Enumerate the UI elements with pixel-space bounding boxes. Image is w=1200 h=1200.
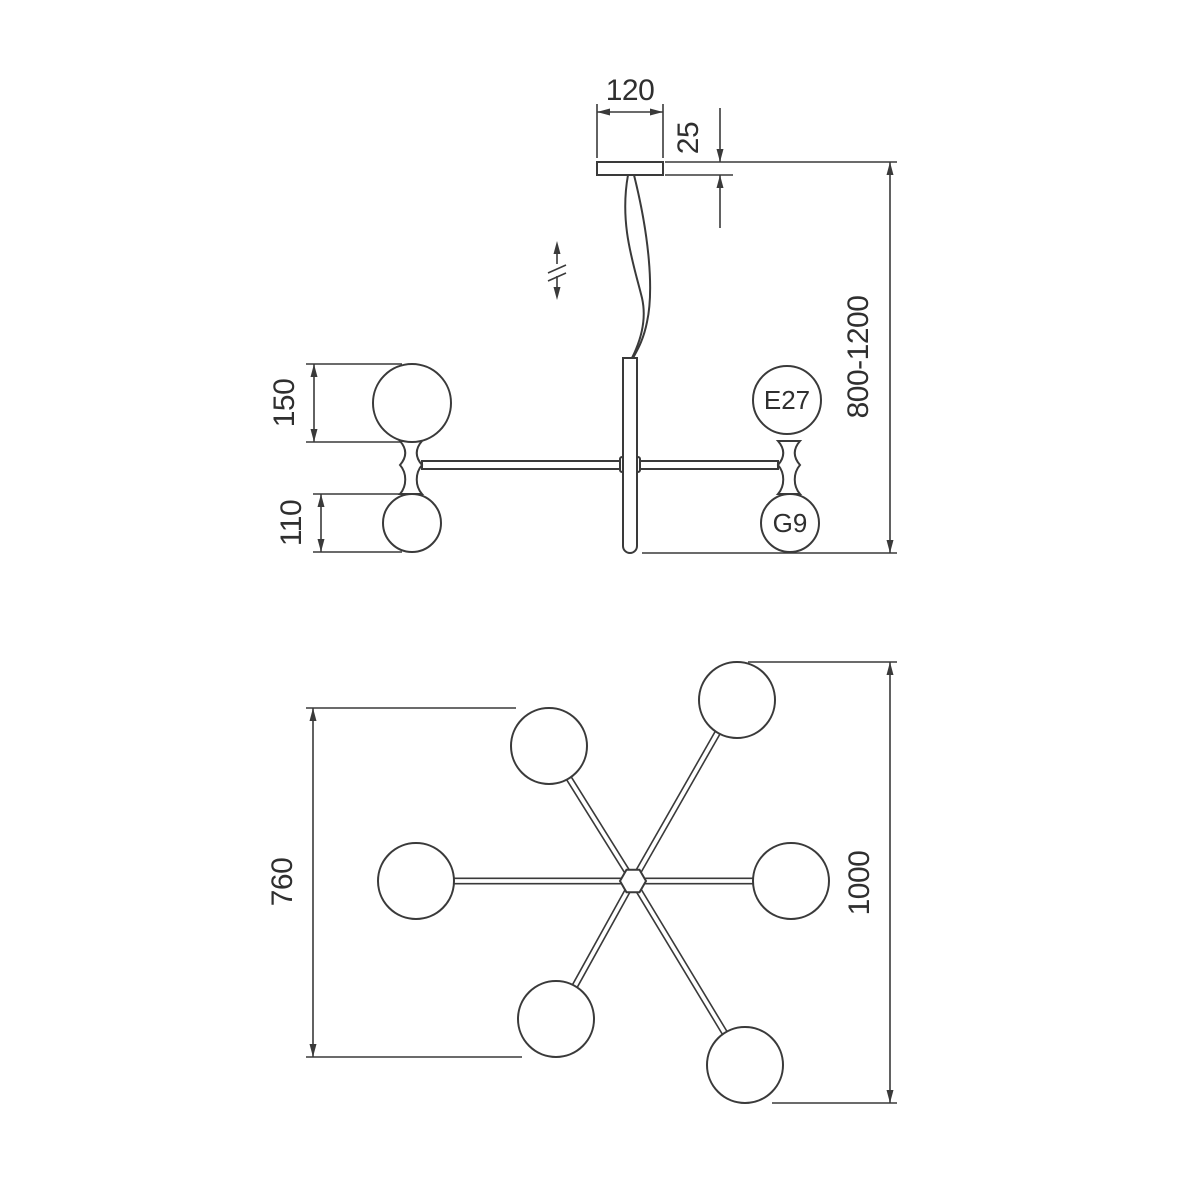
height-adjust-indicator bbox=[547, 241, 567, 300]
socket-label-e27: E27 bbox=[764, 385, 810, 415]
dim-canopy-height: 25 bbox=[665, 108, 733, 228]
dim-label-hanging-height: 800-1200 bbox=[842, 296, 875, 419]
break-tick bbox=[547, 272, 567, 282]
arrowhead-up bbox=[310, 364, 318, 377]
right-lamp-holder bbox=[775, 440, 803, 495]
lower-right-globe-g9 bbox=[760, 493, 820, 553]
arrowhead-down bbox=[553, 287, 561, 300]
dim-canopy-width: 120 bbox=[596, 74, 664, 158]
lower-left-globe bbox=[382, 493, 442, 553]
arrowhead-up bbox=[716, 175, 724, 188]
dim-upper-globe-diameter: 150 bbox=[268, 363, 402, 443]
arrowhead-up bbox=[309, 708, 317, 721]
plan-globe-bottom-left bbox=[517, 980, 595, 1058]
plan-view: 760 1000 bbox=[266, 661, 897, 1104]
arm-core bbox=[631, 880, 731, 1041]
arrowhead-up bbox=[553, 241, 561, 254]
plan-globe-right bbox=[752, 842, 830, 920]
arrowhead-right bbox=[650, 108, 663, 116]
upper-right-globe-e27 bbox=[752, 365, 822, 435]
cross-arm bbox=[421, 460, 779, 470]
ceiling-canopy bbox=[596, 161, 664, 176]
center-rod bbox=[619, 357, 641, 554]
arrowhead-up bbox=[886, 162, 894, 175]
left-lamp-holder bbox=[397, 440, 425, 495]
upper-left-globe bbox=[372, 363, 452, 443]
dim-hanging-height: 800-1200 bbox=[642, 161, 897, 554]
plan-globe-top-left bbox=[510, 707, 588, 785]
suspension-cable bbox=[624, 174, 652, 359]
arrowhead-down bbox=[317, 539, 325, 552]
arrowhead-left bbox=[597, 108, 610, 116]
arm-core bbox=[569, 880, 635, 994]
dim-label-upper-globe: 150 bbox=[268, 379, 301, 428]
dim-overall-diameter: 1000 bbox=[748, 661, 897, 1104]
plan-globe-bottom-right bbox=[706, 1026, 784, 1104]
dim-lower-globe-diameter: 110 bbox=[275, 493, 402, 553]
arrowhead-down bbox=[886, 1090, 894, 1103]
plan-arm-bottom-left bbox=[567, 879, 637, 995]
plan-arm-bottom-right bbox=[630, 879, 732, 1042]
arm-core bbox=[631, 724, 724, 882]
cable-strand bbox=[624, 174, 645, 359]
dim-arm-span: 760 bbox=[266, 707, 522, 1058]
dim-label-canopy-height: 25 bbox=[672, 122, 705, 154]
dim-label-lower-globe: 110 bbox=[275, 500, 308, 546]
arrowhead-up bbox=[317, 494, 325, 507]
break-tick bbox=[547, 264, 567, 274]
dim-label-arm-span: 760 bbox=[266, 858, 299, 907]
arm-core bbox=[563, 770, 635, 883]
dim-label-overall-diameter: 1000 bbox=[843, 851, 876, 916]
arrowhead-down bbox=[309, 1044, 317, 1057]
plan-arm-top-right bbox=[629, 723, 726, 883]
center-hub-hexagon bbox=[618, 868, 648, 894]
side-view: 120 25 800-1200 150 bbox=[268, 74, 897, 554]
plan-globe-left bbox=[377, 842, 455, 920]
plan-arm-top-left bbox=[562, 770, 636, 883]
arrowhead-up bbox=[886, 662, 894, 675]
rod-body bbox=[622, 357, 638, 554]
dim-label-canopy-width: 120 bbox=[606, 74, 655, 107]
socket-label-g9: G9 bbox=[773, 508, 808, 538]
plan-globe-top-right bbox=[698, 661, 776, 739]
arrowhead-down bbox=[716, 149, 724, 162]
arrowhead-down bbox=[310, 429, 318, 442]
cable-strand bbox=[632, 174, 652, 359]
arrowhead-down bbox=[886, 540, 894, 553]
